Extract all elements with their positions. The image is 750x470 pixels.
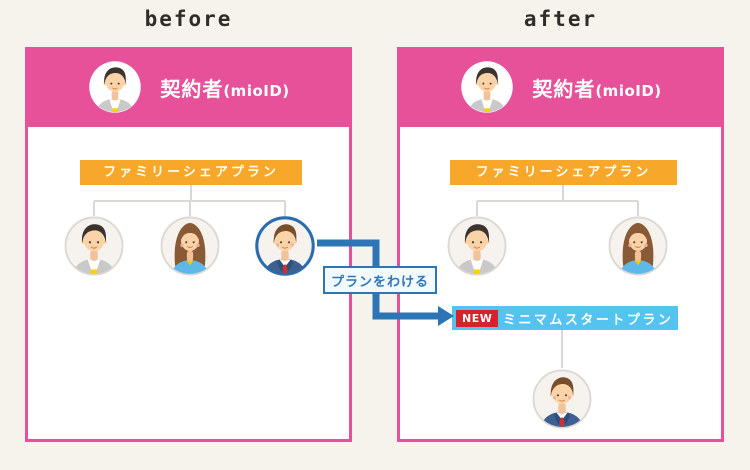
contract-holder-avatar-icon: [459, 59, 515, 115]
plan-split-callout: プランをわける: [323, 266, 437, 294]
new-badge: NEW: [456, 309, 499, 327]
minimum-start-plan-banner: NEW ミニマムスタートプラン: [452, 306, 678, 330]
after-title: after: [523, 7, 598, 31]
after-panel: 契約者(mioID) ファミリーシェアプラン NEW ミニマムスタートプラン: [397, 47, 724, 442]
member-man-suit-avatar: [531, 368, 593, 430]
family-share-plan-banner: ファミリーシェアプラン: [450, 160, 677, 185]
contract-holder-header: 契約者(mioID): [397, 47, 724, 127]
family-share-plan-banner: ファミリーシェアプラン: [80, 160, 302, 185]
member-man-suit-avatar-highlighted: [254, 215, 316, 277]
contract-holder-header: 契約者(mioID): [25, 47, 352, 127]
member-woman-avatar: [607, 215, 669, 277]
member-woman-avatar: [159, 215, 221, 277]
member-man-avatar: [446, 215, 508, 277]
contract-holder-label: 契約者(mioID): [160, 76, 290, 101]
minimum-start-plan-label: ミニマムスタートプラン: [502, 312, 674, 328]
member-man-avatar: [63, 215, 125, 277]
before-panel: 契約者(mioID) ファミリーシェアプラン: [25, 47, 352, 442]
mio-id-suffix: (mioID): [595, 81, 662, 100]
contract-holder-avatar-icon: [87, 59, 143, 115]
contract-holder-label: 契約者(mioID): [532, 76, 662, 101]
mio-id-suffix: (mioID): [223, 81, 290, 100]
before-title: before: [144, 7, 233, 31]
